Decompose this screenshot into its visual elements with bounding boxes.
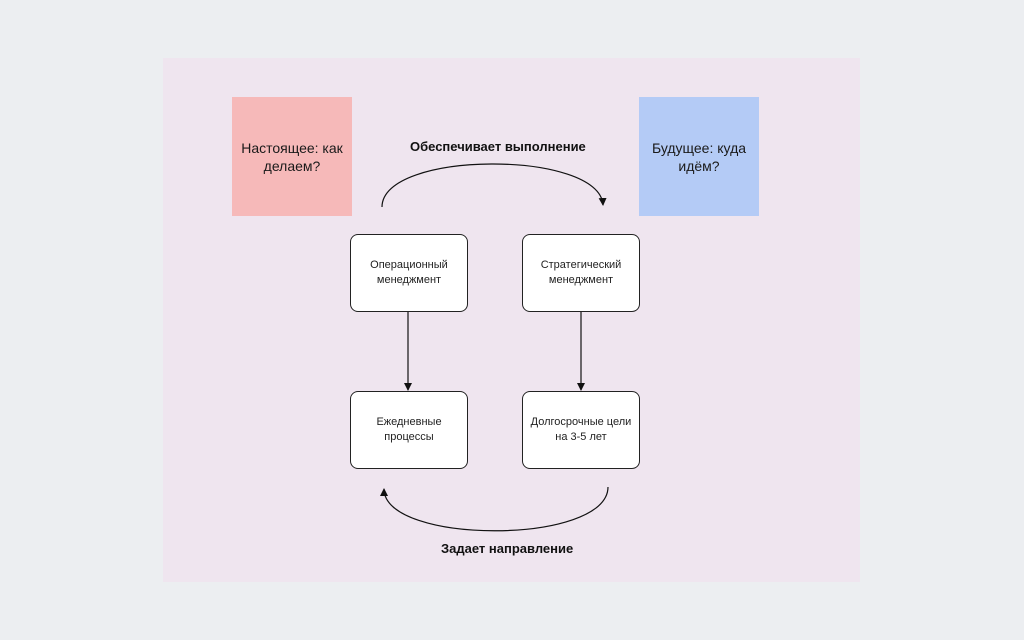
node-operational-management: Операционный менеджмент bbox=[350, 234, 468, 312]
node-long-term-goals: Долгосрочные цели на 3-5 лет bbox=[522, 391, 640, 469]
node-daily-processes-label: Ежедневные процессы bbox=[376, 416, 442, 443]
sticky-note-future-text: Будущее: куда идём? bbox=[651, 139, 747, 174]
label-sets-direction: Задает направление bbox=[441, 541, 574, 556]
sticky-note-present-text: Настоящее: как делаем? bbox=[241, 139, 343, 174]
label-ensures-execution: Обеспечивает выполнение bbox=[410, 139, 586, 154]
node-long-term-goals-label: Долгосрочные цели на 3-5 лет bbox=[530, 416, 632, 443]
node-operational-management-label: Операционный менеджмент bbox=[370, 259, 448, 286]
node-strategic-management-label: Стратегический менеджмент bbox=[540, 259, 622, 286]
top-curved-arrow bbox=[381, 163, 607, 208]
node-daily-processes: Ежедневные процессы bbox=[350, 391, 468, 469]
bottom-curved-arrow bbox=[380, 486, 609, 532]
sticky-note-present: Настоящее: как делаем? bbox=[232, 97, 352, 216]
node-strategic-management: Стратегический менеджмент bbox=[522, 234, 640, 312]
sticky-note-future: Будущее: куда идём? bbox=[639, 97, 759, 216]
